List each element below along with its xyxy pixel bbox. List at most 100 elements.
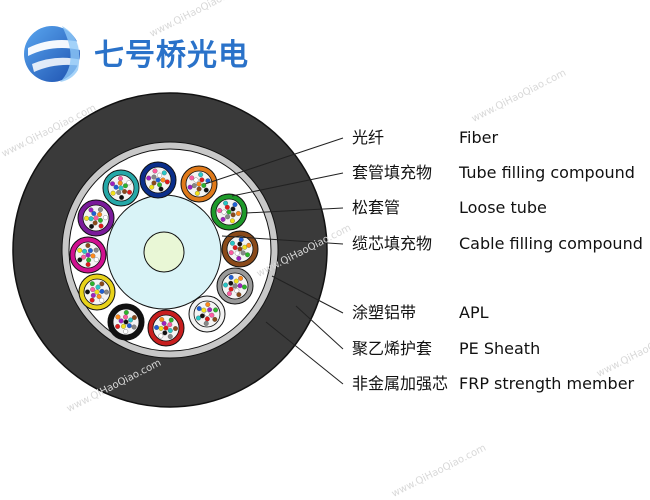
fiber	[212, 316, 218, 322]
fiber	[146, 175, 152, 181]
fiber	[87, 248, 93, 254]
fiber	[157, 182, 162, 188]
fiber	[131, 315, 137, 320]
fiber	[189, 175, 195, 181]
fiber	[230, 206, 236, 212]
fiber	[163, 325, 169, 331]
fiber	[230, 212, 236, 218]
fiber	[85, 243, 91, 248]
leader-line	[204, 137, 344, 185]
fiber	[225, 214, 231, 220]
fiber	[187, 184, 193, 190]
fiber	[123, 329, 129, 334]
fiber	[117, 180, 123, 186]
fiber	[235, 210, 241, 216]
fiber	[89, 297, 95, 303]
brand-name: 七号桥光电	[94, 38, 249, 73]
leader-line	[221, 235, 344, 245]
leader-line	[271, 275, 344, 314]
fiber	[88, 207, 94, 213]
loose-tube	[180, 165, 218, 203]
fiber	[204, 316, 210, 322]
fiber	[220, 216, 226, 222]
loose-tube	[210, 193, 248, 231]
fiber	[193, 177, 199, 183]
fiber	[95, 284, 101, 290]
fiber	[173, 326, 178, 331]
leader-line	[265, 321, 344, 385]
fiber	[91, 211, 97, 216]
fiber	[118, 318, 124, 324]
loose-tube	[188, 295, 226, 333]
fiber	[154, 325, 159, 330]
fiber	[110, 190, 116, 196]
fiber	[204, 311, 210, 317]
fiber	[85, 252, 91, 258]
fiber	[229, 240, 235, 246]
fiber	[199, 177, 205, 183]
fiber	[115, 324, 121, 329]
fiber	[155, 177, 161, 183]
fiber	[221, 209, 227, 215]
fiber	[223, 200, 229, 206]
fiber	[232, 245, 238, 251]
fiber	[93, 215, 99, 221]
fiber	[122, 189, 127, 194]
fiber	[117, 176, 123, 181]
fiber	[126, 180, 132, 186]
fiber	[201, 183, 207, 188]
fiber	[96, 294, 102, 299]
fiber	[97, 212, 103, 217]
leader-lines	[204, 137, 344, 385]
fiber	[88, 216, 94, 222]
fiber	[228, 286, 234, 292]
leader-line	[295, 305, 344, 350]
fiber	[126, 323, 132, 329]
fiber	[90, 292, 96, 298]
fiber	[97, 207, 103, 213]
fiber	[223, 282, 228, 288]
fiber	[85, 262, 91, 267]
fiber	[77, 247, 83, 253]
fiber	[242, 244, 248, 250]
loose-tube	[216, 267, 254, 305]
fiber	[158, 333, 164, 339]
fiber	[228, 280, 234, 286]
fiber	[228, 250, 234, 256]
fiber	[201, 307, 207, 313]
fiber	[110, 181, 115, 187]
fiber	[90, 253, 96, 259]
fiber	[85, 289, 90, 295]
fiber	[162, 330, 168, 336]
fiber	[238, 275, 244, 281]
fiber	[82, 248, 88, 254]
fiber	[232, 283, 238, 289]
fiber	[226, 209, 232, 215]
fiber	[92, 220, 98, 226]
fiber	[236, 292, 242, 298]
fiber	[149, 184, 155, 190]
fiber	[241, 284, 247, 290]
fiber	[113, 184, 119, 190]
fiber	[205, 302, 211, 307]
fiber	[89, 281, 95, 287]
fiber	[119, 195, 125, 200]
fiber	[86, 257, 92, 263]
loose-tubes	[69, 161, 259, 347]
fiber	[103, 215, 108, 221]
leader-line	[231, 172, 344, 197]
fiber	[123, 183, 128, 189]
fiber	[123, 310, 129, 315]
fiber	[128, 317, 134, 323]
fiber	[167, 328, 173, 334]
fiber	[161, 320, 167, 326]
fiber	[123, 319, 129, 325]
fiber	[158, 186, 164, 192]
fiber	[237, 241, 243, 247]
fiber	[161, 170, 167, 176]
fiber	[115, 314, 121, 320]
fiber	[233, 278, 239, 284]
frp-core	[143, 231, 185, 273]
fiber	[158, 325, 164, 331]
